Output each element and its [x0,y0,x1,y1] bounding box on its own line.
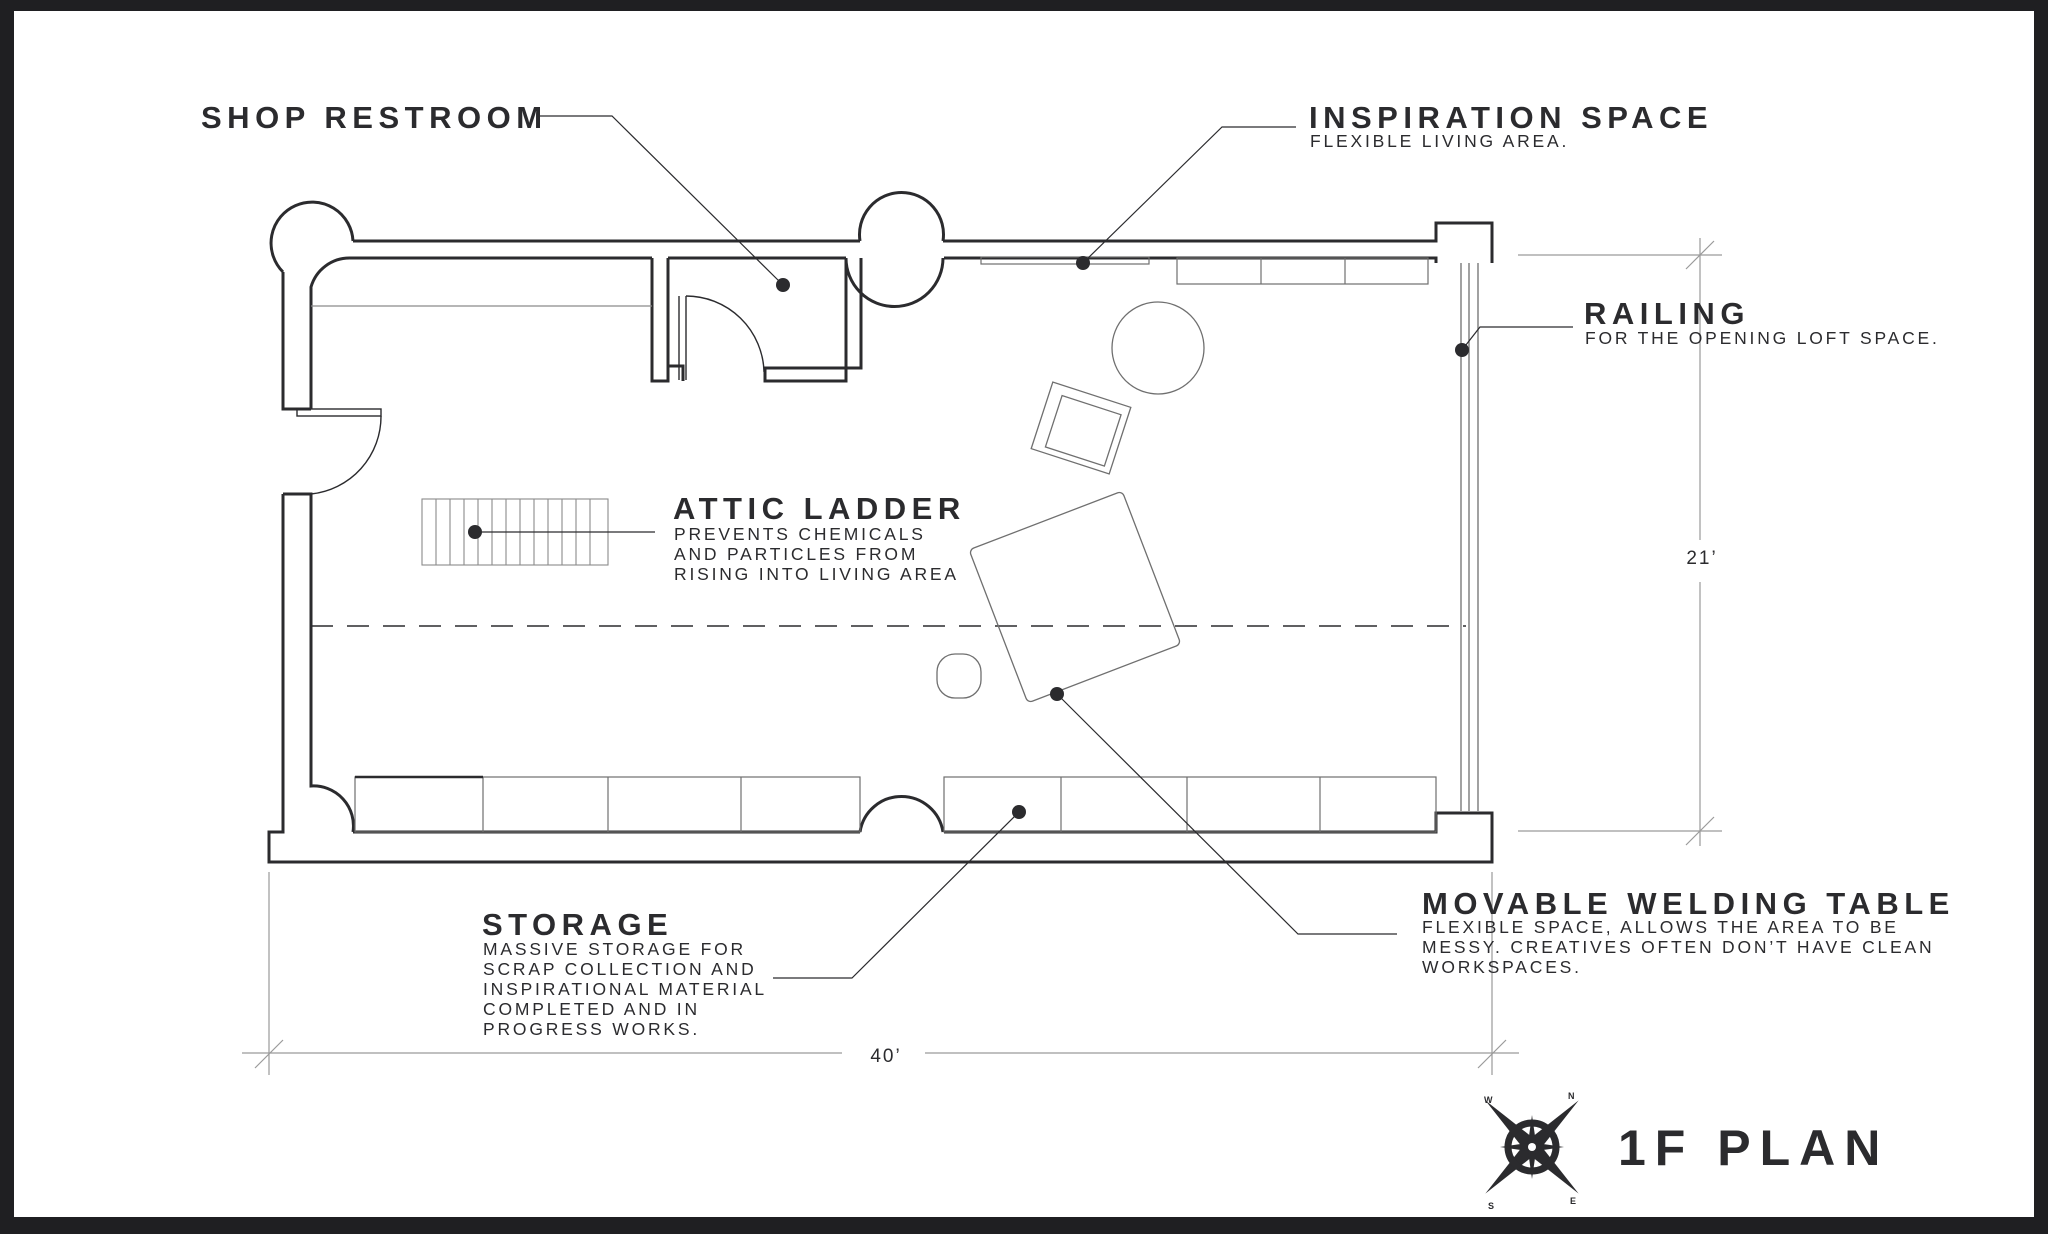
stool [936,653,982,699]
label-line: MASSIVE STORAGE FOR [483,939,746,959]
label-line: PREVENTS CHEMICALS [674,524,926,544]
label-title: ATTIC LADDER [673,491,966,526]
dimension-lines [242,238,1722,1075]
label-attic-ladder: ATTIC LADDER PREVENTS CHEMICALS AND PART… [673,491,966,584]
label-title: INSPIRATION SPACE [1309,100,1713,135]
label-line: WORKSPACES. [1422,957,1582,977]
leader-lines [475,115,1573,979]
label-inspiration-space: INSPIRATION SPACE FLEXIBLE LIVING AREA. [1309,100,1713,151]
label-line: SCRAP COLLECTION AND [483,959,757,979]
compass-rose-icon: N E S W [1484,1091,1579,1211]
entry-door [296,408,382,495]
welding-table [969,491,1181,703]
plan-title: 1F PLAN [1618,1120,1889,1176]
label-line: INSPIRATIONAL MATERIAL [483,979,767,999]
width-dimension: 40’ [870,1046,901,1067]
storage-cabinets [354,776,1437,833]
label-railing: RAILING FOR THE OPENING LOFT SPACE. [1584,296,1940,348]
round-table [1111,301,1205,395]
label-shop-restroom: SHOP RESTROOM [201,100,548,135]
label-line: RISING INTO LIVING AREA [674,564,959,584]
label-line: PROGRESS WORKS. [483,1019,700,1039]
label-line: COMPLETED AND IN [483,999,700,1019]
label-storage: STORAGE MASSIVE STORAGE FOR SCRAP COLLEC… [482,907,767,1039]
armchair [1030,381,1132,475]
label-title: RAILING [1584,296,1750,331]
compass-north: N [1568,1091,1575,1101]
top-cabinets [1176,257,1429,285]
label-title: SHOP RESTROOM [201,100,548,135]
paper-background [14,11,2034,1217]
label-title: STORAGE [482,907,673,942]
leader-dots [468,256,1469,819]
label-title: MOVABLE WELDING TABLE [1422,886,1955,921]
label-line: AND PARTICLES FROM [674,544,918,564]
label-line: FOR THE OPENING LOFT SPACE. [1585,328,1940,348]
top-window [980,256,1150,265]
compass-east: E [1570,1196,1576,1206]
compass-west: W [1484,1095,1493,1105]
depth-dimension: 21’ [1686,548,1717,569]
compass-south: S [1488,1201,1494,1211]
label-line: FLEXIBLE SPACE, ALLOWS THE AREA TO BE [1422,917,1899,937]
label-line: FLEXIBLE LIVING AREA. [1310,131,1569,151]
restroom-door [678,295,765,380]
label-line: MESSY. CREATIVES OFTEN DON’T HAVE CLEAN [1422,937,1934,957]
label-movable-welding-table: MOVABLE WELDING TABLE FLEXIBLE SPACE, AL… [1422,886,1955,977]
